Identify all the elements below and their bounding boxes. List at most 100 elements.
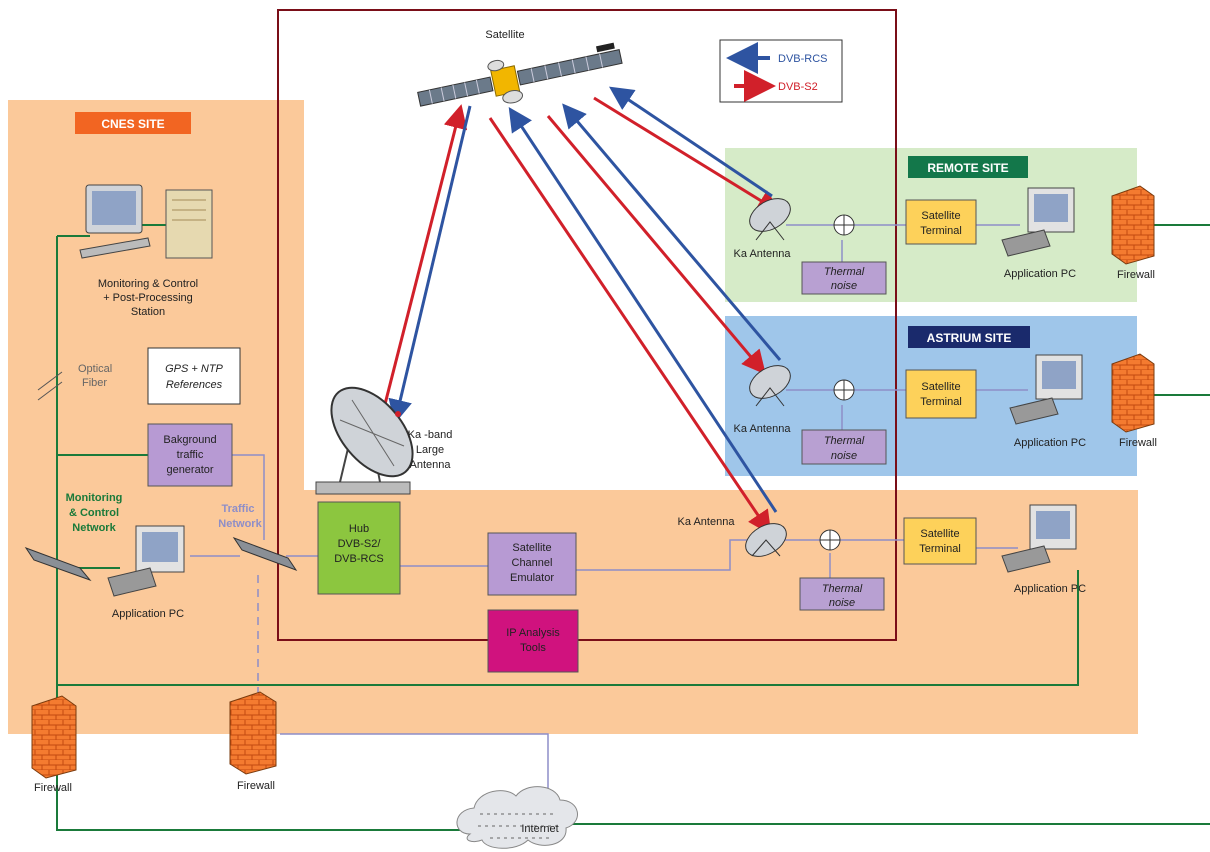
cnes-firewall-left: Firewall <box>31 695 77 794</box>
satellite-link-frame <box>277 9 897 641</box>
svg-text:ASTRIUM SITE: ASTRIUM SITE <box>927 331 1012 345</box>
link-dvb-s2-to-cnes-ka <box>488 117 772 535</box>
svg-text:REMOTE SITE: REMOTE SITE <box>927 161 1008 175</box>
svg-text:Thermal: Thermal <box>822 583 863 595</box>
svg-text:Bakground: Bakground <box>163 434 216 446</box>
pc-icon <box>1009 354 1083 425</box>
hub: Hub DVB-S2/ DVB-RCS <box>317 501 401 595</box>
svg-text:traffic: traffic <box>177 449 204 461</box>
svg-text:Channel: Channel <box>512 557 553 569</box>
svg-text:Ka Antenna: Ka Antenna <box>678 516 736 528</box>
svg-text:Satellite: Satellite <box>512 542 551 554</box>
svg-text:DVB-RCS: DVB-RCS <box>334 553 384 565</box>
remote-site-chain: Ka Antenna Thermal noise Satellite Termi… <box>734 185 1155 295</box>
svg-text:Application PC: Application PC <box>1014 583 1086 595</box>
legend-item-dvb-rcs: DVB-RCS <box>726 42 828 74</box>
svg-text:References: References <box>166 379 223 391</box>
astrium-site-chain: Ka Antenna Thermal noise Satellite Termi… <box>734 353 1157 465</box>
link-dvb-rcs-from-astrium <box>562 103 782 361</box>
ip-analysis-tools: IP Analysis Tools <box>487 609 579 673</box>
svg-text:Station: Station <box>131 306 165 318</box>
monitoring-station: Monitoring & Control + Post-Processing S… <box>79 184 213 318</box>
svg-text:Firewall: Firewall <box>34 782 72 794</box>
svg-text:& Control: & Control <box>69 507 119 519</box>
svg-text:Terminal: Terminal <box>920 396 962 408</box>
mc-network-switch: Monitoring & Control Network <box>24 492 122 582</box>
cnes-firewall-mid: Firewall <box>229 691 277 792</box>
svg-text:Tools: Tools <box>520 642 546 654</box>
cloud-icon <box>456 786 578 849</box>
noise-adder-icon <box>833 379 855 401</box>
svg-text:Traffic: Traffic <box>221 503 254 515</box>
traffic-network-switch: Traffic Network <box>218 503 298 572</box>
svg-text:Satellite: Satellite <box>921 381 960 393</box>
svg-text:generator: generator <box>166 464 213 476</box>
large-ka-antenna: Ka -band Large Antenna <box>315 386 453 495</box>
svg-text:DVB-S2/: DVB-S2/ <box>338 538 382 550</box>
link-dvb-rcs-from-remote <box>609 86 773 198</box>
internet-cloud: Internet <box>456 786 578 849</box>
dish-icon <box>749 365 791 407</box>
svg-text:Firewall: Firewall <box>1117 269 1155 281</box>
link-dvb-s2-to-astrium <box>546 115 766 375</box>
legend-item-dvb-s2: DVB-S2 <box>734 70 818 102</box>
legend: DVB-RCS DVB-S2 <box>719 39 843 103</box>
svg-text:Emulator: Emulator <box>510 572 554 584</box>
remote-site-header: REMOTE SITE <box>908 156 1028 178</box>
svg-text:Application PC: Application PC <box>1004 268 1076 280</box>
optical-fiber-label: Optical Fiber <box>37 363 112 401</box>
svg-text:Ka Antenna: Ka Antenna <box>734 248 792 260</box>
svg-text:Optical: Optical <box>78 363 112 375</box>
link-dvb-s2-to-remote <box>593 96 782 214</box>
firewall-icon <box>229 691 277 775</box>
svg-text:Large: Large <box>416 444 444 456</box>
svg-text:Antenna: Antenna <box>410 459 452 471</box>
svg-text:Ka Antenna: Ka Antenna <box>734 423 792 435</box>
satellite-icon: Satellite <box>417 29 623 107</box>
svg-text:Monitoring & Control: Monitoring & Control <box>98 278 198 290</box>
firewall-icon <box>31 695 77 779</box>
satellite-channel-emulator: Satellite Channel Emulator <box>487 532 577 596</box>
svg-text:Application PC: Application PC <box>112 608 184 620</box>
noise-adder-icon <box>819 529 841 551</box>
svg-text:Firewall: Firewall <box>1119 437 1157 449</box>
svg-text:Terminal: Terminal <box>920 225 962 237</box>
satellite-links <box>381 86 782 535</box>
svg-text:DVB-RCS: DVB-RCS <box>778 53 828 65</box>
traffic-network-lines <box>190 224 1028 790</box>
svg-text:Internet: Internet <box>521 823 558 835</box>
pc-icon <box>1001 504 1077 573</box>
dish-icon <box>749 198 791 241</box>
svg-text:Thermal: Thermal <box>824 435 865 447</box>
astrium-site-header: ASTRIUM SITE <box>908 326 1030 348</box>
svg-text:Ka -band: Ka -band <box>408 429 453 441</box>
link-dvb-rcs-from-cnes-ka <box>508 106 778 513</box>
switch-icon <box>24 546 92 582</box>
background-traffic-generator: Bakground traffic generator <box>147 423 233 487</box>
svg-text:Thermal: Thermal <box>824 266 865 278</box>
svg-text:Fiber: Fiber <box>82 377 107 389</box>
link-dvb-rcs-hub-down <box>388 105 472 424</box>
svg-text:noise: noise <box>831 280 857 292</box>
noise-adder-icon <box>833 214 855 236</box>
svg-text:Firewall: Firewall <box>237 780 275 792</box>
svg-text:Hub: Hub <box>349 523 369 535</box>
svg-text:DVB-S2: DVB-S2 <box>778 81 818 93</box>
firewall-icon <box>1111 353 1155 433</box>
switch-icon <box>232 536 298 572</box>
svg-text:+ Post-Processing: + Post-Processing <box>103 292 193 304</box>
svg-text:Satellite: Satellite <box>920 528 959 540</box>
firewall-icon <box>1111 185 1155 265</box>
svg-text:GPS + NTP: GPS + NTP <box>165 363 223 375</box>
pc-icon <box>1001 187 1075 257</box>
server-icon <box>165 189 213 259</box>
svg-text:Network: Network <box>72 522 116 534</box>
svg-text:noise: noise <box>829 597 855 609</box>
dish-icon <box>745 523 787 557</box>
svg-text:CNES SITE: CNES SITE <box>101 117 164 131</box>
svg-text:IP Analysis: IP Analysis <box>506 627 560 639</box>
cnes-ka-terminal-chain: Ka Antenna Thermal noise Satellite Termi… <box>678 504 1086 611</box>
svg-text:Terminal: Terminal <box>919 543 961 555</box>
cnes-application-pc: Application PC <box>107 525 185 620</box>
